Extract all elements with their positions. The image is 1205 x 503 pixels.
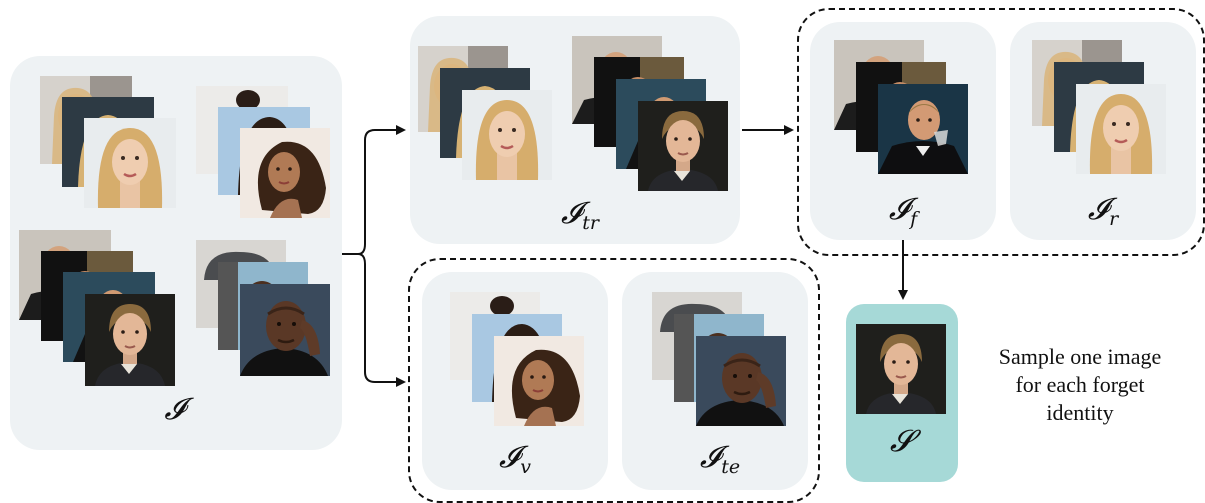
note-line: Sample one image [998,344,1162,369]
label-train-set: 𝓘tr [540,196,620,234]
label-subscript: te [721,456,741,478]
face-photo [638,101,728,191]
note-line: identity [1046,400,1114,425]
label-test-set: 𝓘te [680,440,760,478]
label-all-set: 𝓘 [145,392,205,430]
label-symbol: 𝓘 [1087,192,1109,227]
face-photo [85,294,175,386]
label-subscript: tr [582,212,599,234]
label-sample-set: 𝓢 [872,424,932,462]
label-subscript: r [1109,208,1119,230]
face-photo [856,324,946,414]
face-photo [696,336,786,426]
label-symbol: 𝓘 [164,392,185,427]
label-symbol: 𝓘 [498,440,520,475]
face-photo [240,284,330,376]
label-symbol: 𝓘 [561,196,582,231]
label-subscript: v [520,456,531,478]
face-photo [84,118,176,208]
face-photo [1076,84,1166,174]
val-test-group [408,258,820,503]
label-forget-set: 𝓘f [873,192,933,230]
label-val-set: 𝓘v [485,440,545,478]
forget-retain-group [797,8,1205,256]
sampling-note: Sample one image for each forget identit… [962,343,1198,427]
note-line: for each forget [1015,372,1145,397]
label-subscript: f [910,208,918,230]
label-retain-set: 𝓘r [1073,192,1133,230]
split-bracket-arrow [357,253,406,387]
face-photo [462,90,552,180]
label-symbol: 𝓘 [888,192,910,227]
split-bracket-arrow [342,125,406,255]
label-symbol: 𝓘 [699,440,721,475]
label-symbol: 𝓢 [889,424,914,459]
face-photo [494,336,584,426]
face-photo [240,128,330,218]
face-photo [878,84,968,174]
